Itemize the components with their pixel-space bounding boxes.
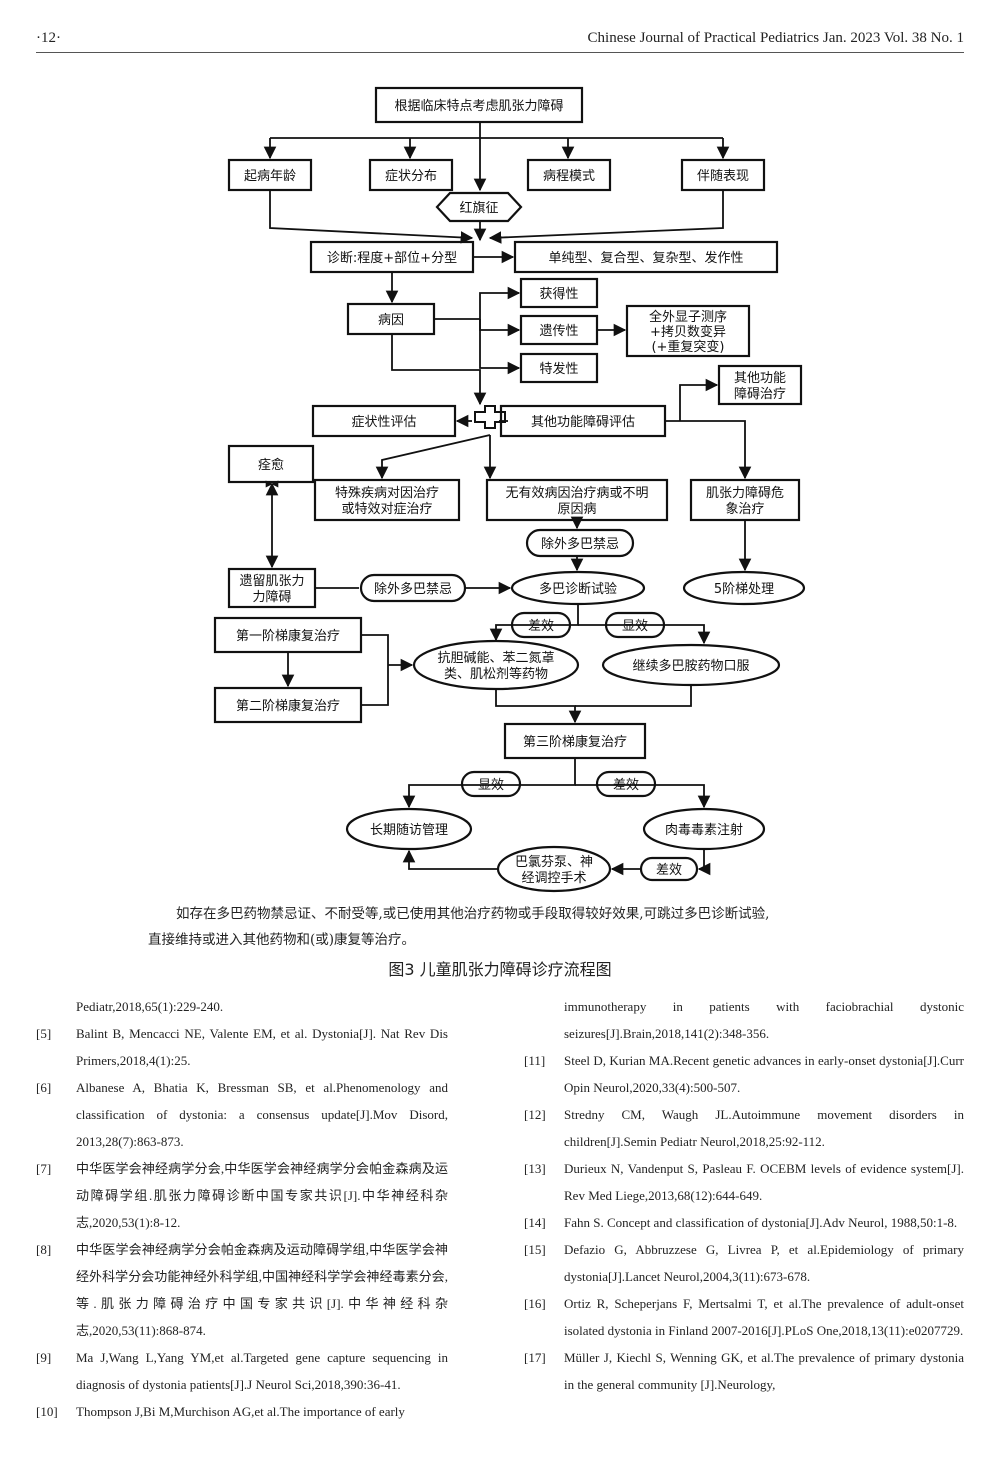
box-top [374, 86, 584, 124]
label-genetic-test-2: +拷贝数变异 [650, 324, 726, 340]
ellipse-long-term [345, 807, 473, 851]
label-crisis-2: 象治疗 [725, 502, 764, 517]
label-rehab-1: 第一阶梯康复治疗 [236, 628, 340, 644]
label-baclofen-2: 经调控手术 [521, 871, 586, 886]
reference-item: [10]Thompson J,Bi M,Murchison AG,et al.T… [36, 1404, 405, 1419]
label-onset-age: 起病年龄 [244, 169, 296, 184]
label-symptom-distribution: 症状分布 [385, 169, 437, 184]
label-five-step: 5阶梯处理 [714, 582, 774, 597]
hex-red-flag [435, 191, 523, 223]
label-genetic: 遗传性 [539, 324, 578, 339]
reference-item: [7]中华医学会神经病学分会,中华医学会神经病学分会帕金森病及运动障碍学组.肌张… [36, 1161, 448, 1230]
box-idiopathic [519, 352, 599, 384]
reference-item: Pediatr,2018,65(1):229-240. [76, 999, 224, 1014]
label-no-effective-1: 无有效病因治疗病或不明 [505, 486, 648, 501]
pill-good-2 [460, 770, 522, 798]
label-crisis-1: 肌张力障碍危 [706, 486, 784, 501]
label-idiopathic: 特发性 [539, 361, 578, 377]
label-special-2: 或特效对症治疗 [341, 502, 432, 517]
label-dopa-trial: 多巴诊断试验 [539, 581, 617, 597]
label-rehab-3: 第三阶梯康复治疗 [523, 734, 627, 750]
label-poor-3: 差效 [656, 863, 682, 878]
label-cure: 痊愈 [258, 457, 284, 473]
reference-item: [13]Durieux N, Vandenput S, Pasleau F. O… [524, 1161, 964, 1203]
box-symptom-distribution [368, 158, 454, 192]
label-anticholinergic-2: 类、肌松剂等药物 [444, 666, 548, 682]
box-genetic-test [625, 304, 751, 358]
label-diagnosis: 诊断:程度+部位+分型 [327, 250, 457, 266]
reference-item: [16]Ortiz R, Scheperjans F, Mertsalmi T,… [524, 1296, 964, 1338]
box-symptom-eval [311, 404, 457, 438]
reference-item: [6]Albanese A, Bhatia K, Bressman SB, et… [36, 1080, 448, 1149]
reference-item: [9]Ma J,Wang L,Yang YM,et al.Targeted ge… [36, 1350, 448, 1392]
label-genetic-test-3: (+重复突变) [651, 339, 724, 355]
journal-header: Chinese Journal of Practical Pediatrics … [587, 30, 964, 46]
label-top: 根据临床特点考虑肌张力障碍 [394, 99, 563, 114]
box-course-pattern [526, 158, 612, 192]
reference-item: [12]Stredny CM, Waugh JL.Autoimmune move… [524, 1107, 964, 1149]
reference-item: [11]Steel D, Kurian MA.Recent genetic ad… [524, 1053, 964, 1095]
label-good-1: 显效 [622, 619, 648, 634]
label-residual-2: 力障碍 [252, 590, 291, 605]
box-acquired [519, 277, 599, 309]
reference-item: [17]Müller J, Kiechl S, Wenning GK, et a… [524, 1350, 964, 1392]
label-genetic-test-1: 全外显子测序 [649, 309, 727, 325]
reference-item: [5]Balint B, Mencacci NE, Valente EM, et… [36, 1026, 448, 1068]
label-exclude-dopa-1: 除外多巴禁忌 [541, 536, 619, 552]
label-exclude-dopa-2: 除外多巴禁忌 [374, 581, 452, 597]
pill-poor-2 [595, 770, 657, 798]
label-etiology: 病因 [378, 313, 404, 328]
box-other-func-treat [717, 364, 803, 406]
reference-item: [8]中华医学会神经病学分会帕金森病及运动障碍学组,中华医学会神经外科学分会功能… [36, 1242, 448, 1338]
references-right: immunotherapy in patients with faciobrac… [524, 993, 964, 1398]
label-red-flag: 红旗征 [459, 200, 498, 216]
figure-note-line-1: 如存在多巴药物禁忌证、不耐受等,或已使用其他治疗药物或手段取得较好效果,可跳过多… [176, 906, 770, 922]
references-left: Pediatr,2018,65(1):229-240. [5]Balint B,… [36, 993, 448, 1425]
box-special-treatment [313, 478, 461, 522]
ellipse-five-step [682, 570, 806, 606]
label-special-1: 特殊疾病对因治疗 [335, 486, 439, 501]
plus-icon [474, 405, 506, 429]
box-types [513, 240, 779, 274]
label-other-func-treat-1: 其他功能 [734, 371, 786, 386]
reference-item: [15]Defazio G, Abbruzzese G, Livrea P, e… [524, 1242, 964, 1284]
label-no-effective-2: 原因病 [557, 502, 596, 517]
label-poor-2: 差效 [613, 778, 639, 793]
label-course-pattern: 病程模式 [543, 169, 595, 184]
label-other-func-treat-2: 障碍治疗 [734, 387, 786, 402]
label-other-func-eval: 其他功能障碍评估 [531, 415, 635, 430]
header-rule [36, 52, 964, 53]
label-poor-1: 差效 [528, 619, 554, 634]
label-types: 单纯型、复合型、复杂型、发作性 [548, 250, 743, 266]
pill-exclude-dopa-1 [525, 528, 635, 558]
label-rehab-2: 第二阶梯康复治疗 [236, 698, 340, 714]
label-accompanying: 伴随表现 [697, 169, 749, 184]
label-baclofen-1: 巴氯芬泵、神 [515, 855, 593, 870]
figure-caption: 图3 儿童肌张力障碍诊疗流程图 [388, 960, 612, 979]
figure-note-line-2: 直接维持或进入其他药物和(或)康复等治疗。 [148, 932, 416, 948]
reference-item: immunotherapy in patients with faciobrac… [564, 999, 964, 1041]
label-anticholinergic-1: 抗胆碱能、苯二氮䓬 [437, 651, 554, 666]
label-botulinum: 肉毒毒素注射 [665, 822, 743, 838]
label-continue-dopa: 继续多巴胺药物口服 [632, 658, 749, 674]
label-acquired: 获得性 [539, 286, 578, 302]
reference-item: [14]Fahn S. Concept and classification o… [524, 1215, 958, 1230]
dystonia-flowchart: 根据临床特点考虑肌张力障碍 起病年龄 症状分布 病程模式 伴随表现 红旗征 诊断… [213, 86, 806, 893]
label-good-2: 显效 [478, 778, 504, 793]
label-residual-1: 遗留肌张力 [239, 574, 304, 589]
label-symptom-eval: 症状性评估 [351, 415, 416, 430]
page-number: ·12· [36, 30, 61, 46]
label-long-term: 长期随访管理 [370, 823, 448, 838]
